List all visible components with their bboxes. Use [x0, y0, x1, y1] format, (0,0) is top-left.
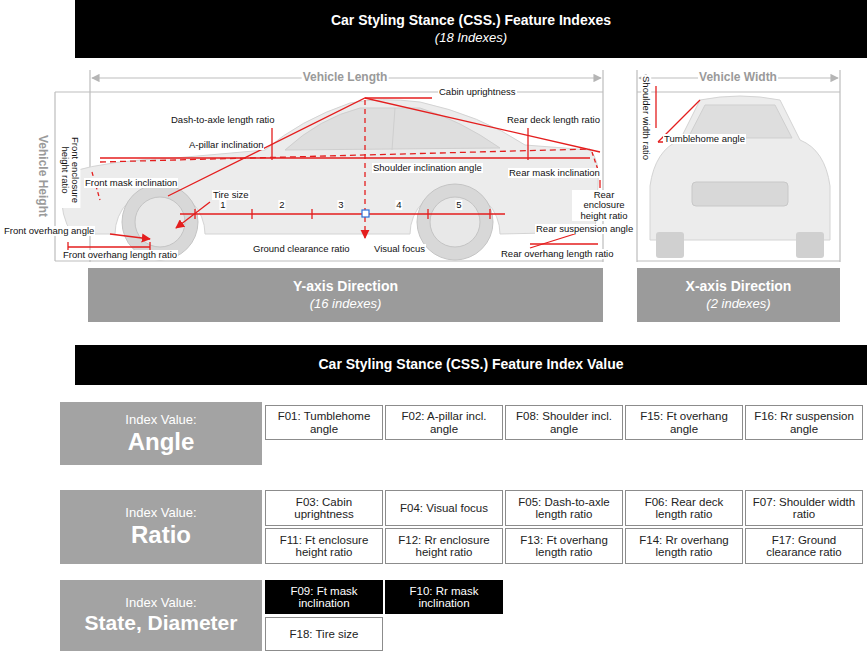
feature-index-box: F11: Ft enclosure height ratio — [265, 528, 383, 564]
dimension-label: Vehicle Height — [35, 134, 48, 218]
feature-index-box: F18: Tire size — [265, 617, 383, 651]
box-text: F06: Rear deck length ratio — [630, 496, 738, 521]
car-front-view — [650, 96, 830, 258]
feature-index-box: F03: Cabin uprightness — [265, 490, 383, 526]
box-text: F15: Ft overhang angle — [630, 410, 738, 435]
box-subtext: Angle — [128, 429, 195, 455]
axis-band: Y-axis Direction (16 indexes) — [88, 268, 603, 322]
callout-number: 4 — [395, 200, 402, 210]
index-label: Rear suspension angle — [535, 224, 634, 234]
dimension-frame — [55, 70, 840, 262]
feature-index-box: F01: Tumblehome angle — [265, 405, 383, 440]
title-band: Car Styling Stance (CSS.) Feature Index … — [75, 345, 867, 385]
callout-number: 5 — [455, 200, 462, 210]
index-label: Visual focus — [373, 244, 426, 254]
box-text: Y-axis Direction — [293, 279, 398, 294]
box-subtext: (18 Indexes) — [435, 31, 507, 45]
feature-index-box: F08: Shoulder incl. angle — [505, 405, 623, 440]
feature-index-box: F12: Rr enclosure height ratio — [385, 528, 503, 564]
index-label: Front mask inclination — [84, 178, 178, 188]
box-text: F12: Rr enclosure height ratio — [390, 534, 498, 559]
feature-index-box: F13: Ft overhang length ratio — [505, 528, 623, 564]
feature-index-box: F05: Dash-to-axle length ratio — [505, 490, 623, 526]
dimension-label: Vehicle Width — [698, 71, 778, 84]
box-text: F07: Shoulder width ratio — [750, 496, 858, 521]
box-text: F01: Tumblehome angle — [270, 410, 378, 435]
box-text: X-axis Direction — [686, 279, 792, 294]
index-label: Shoulder inclination angle — [372, 163, 483, 173]
box-text: F16: Rr suspension angle — [750, 410, 858, 435]
index-label: Front overhang length ratio — [62, 250, 178, 260]
feature-index-box: F14: Rr overhang length ratio — [625, 528, 743, 564]
box-text: F03: Cabin uprightness — [270, 496, 378, 521]
feature-index-box: F17: Ground clearance ratio — [745, 528, 863, 564]
index-label: Front overhang angle — [3, 226, 95, 236]
index-label: Ground clearance ratio — [252, 244, 351, 254]
index-label: Rear mask inclination — [508, 168, 601, 178]
index-category-box: Index Value: Ratio — [60, 490, 262, 564]
box-subtext: (2 indexes) — [706, 297, 770, 311]
index-label: Dash-to-axle length ratio — [170, 115, 276, 125]
feature-index-box: F09: Ft mask inclination — [265, 580, 383, 614]
feature-index-box: F10: Rr mask inclination — [385, 580, 503, 614]
visual-focus-marker — [362, 210, 369, 217]
annotation-lines — [68, 86, 720, 252]
box-text: Car Styling Stance (CSS.) Feature Index … — [319, 357, 624, 372]
box-subtext: Ratio — [131, 522, 191, 548]
feature-index-box: F16: Rr suspension angle — [745, 405, 863, 440]
feature-index-box: F02: A-pillar incl. angle — [385, 405, 503, 440]
index-label: Rear deck length ratio — [506, 115, 601, 125]
box-text: F05: Dash-to-axle length ratio — [510, 496, 618, 521]
index-label: A-pillar inclination — [188, 140, 264, 150]
box-text: F10: Rr mask inclination — [390, 585, 498, 610]
box-text: F04: Visual focus — [400, 502, 488, 514]
index-label: Shoulder width ratio — [641, 75, 651, 161]
title-band: Car Styling Stance (CSS.) Feature Indexe… — [75, 0, 867, 58]
box-text: F17: Ground clearance ratio — [750, 534, 858, 559]
box-text: F09: Ft mask inclination — [270, 585, 378, 610]
index-label: Cabin uprightness — [438, 87, 517, 97]
index-label: Rear enclosure height ratio — [572, 190, 636, 221]
index-category-box: Index Value: State, Diameter — [60, 580, 262, 651]
feature-index-box: F06: Rear deck length ratio — [625, 490, 743, 526]
callout-number: 3 — [337, 200, 344, 210]
box-text: Index Value: — [125, 596, 196, 610]
box-text: F02: A-pillar incl. angle — [390, 410, 498, 435]
index-category-box: Index Value: Angle — [60, 402, 262, 465]
feature-index-box: F07: Shoulder width ratio — [745, 490, 863, 526]
index-label: Tire size — [212, 190, 250, 200]
box-text: F14: Rr overhang length ratio — [630, 534, 738, 559]
axis-band: X-axis Direction (2 indexes) — [637, 268, 840, 322]
box-text: F08: Shoulder incl. angle — [510, 410, 618, 435]
box-text: Index Value: — [125, 413, 196, 427]
feature-index-box: F15: Ft overhang angle — [625, 405, 743, 440]
index-label: Front enclosure height ratio — [60, 132, 81, 208]
box-subtext: (16 indexes) — [310, 297, 382, 311]
index-label: Tumblehome angle — [663, 134, 746, 144]
index-label: Rear overhang length ratio — [500, 249, 615, 259]
callout-number: 2 — [278, 200, 285, 210]
callout-number: 1 — [219, 200, 226, 210]
dimension-label: Vehicle Length — [302, 71, 389, 84]
box-text: F18: Tire size — [289, 628, 358, 640]
box-text: F13: Ft overhang length ratio — [510, 534, 618, 559]
feature-index-box: F04: Visual focus — [385, 490, 503, 526]
box-subtext: State, Diameter — [85, 612, 238, 635]
box-text: Index Value: — [125, 506, 196, 520]
box-text: F11: Ft enclosure height ratio — [270, 534, 378, 559]
box-text: Car Styling Stance (CSS.) Feature Indexe… — [331, 13, 611, 28]
